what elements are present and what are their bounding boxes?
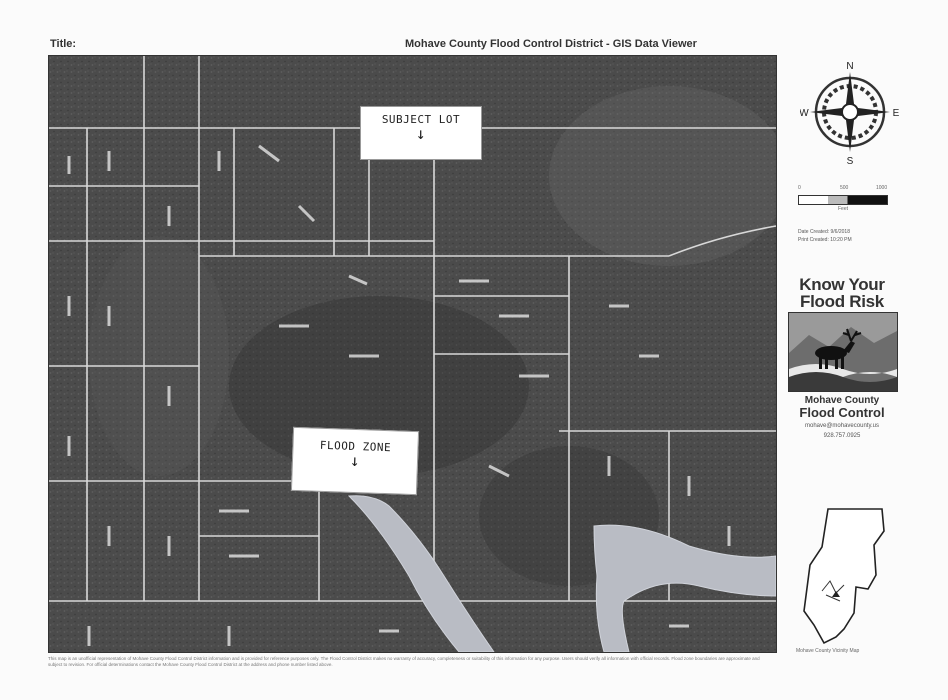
date-info: Date Created: 9/6/2018 Print Created: 10… — [798, 228, 852, 244]
scale-tick-0: 0 — [798, 185, 801, 191]
contact-email[interactable]: mohave@mohavecounty.us — [804, 423, 880, 429]
org-name-line1: Mohave County — [804, 395, 880, 406]
subject-lot-label: SUBJECT LOT — [381, 113, 461, 126]
parcel-lines — [49, 56, 776, 602]
vicinity-map-caption: Mohave County Vicinity Map — [796, 648, 860, 654]
compass-west: W — [800, 108, 809, 119]
subject-lot-note: SUBJECT LOT ↓ — [360, 106, 482, 160]
org-name-line2: Flood Control — [799, 405, 885, 420]
parcel-labels — [67, 144, 731, 646]
flood-zone-note: FLOOD ZONE ↓ — [290, 426, 420, 496]
viewer-title: Mohave County Flood Control District - G… — [405, 38, 697, 50]
compass-north: N — [846, 61, 853, 72]
scale-tick-2: 1000 — [876, 185, 888, 191]
compass-east: E — [893, 108, 900, 119]
scale-unit: Feet — [838, 206, 849, 212]
contact-phone: 928.757.0925 — [823, 433, 861, 439]
campaign-headline: Know Your Flood Risk — [799, 275, 885, 311]
scale-tick-1: 500 — [840, 185, 849, 191]
vicinity-map — [803, 508, 885, 645]
arrow-down-icon: ↓ — [415, 124, 427, 143]
compass-south: S — [847, 156, 854, 165]
date-created: Date Created: 9/6/2018 — [798, 229, 850, 235]
flood-risk-campaign: Know Your Flood Risk Mohave County Flood… — [788, 275, 898, 440]
arrow-down-icon: ↓ — [349, 450, 361, 471]
flood-zone-area — [347, 495, 776, 652]
compass-rose-icon: N S E W — [800, 61, 900, 165]
title-label: Title: — [50, 38, 77, 50]
scale-bar-graphic — [798, 195, 888, 205]
elk-logo-icon — [788, 312, 898, 392]
location-marker-icon — [832, 591, 840, 597]
scale-bar: 0 500 1000 Feet — [798, 185, 890, 213]
disclaimer-text: This map is an unofficial representation… — [48, 656, 760, 667]
print-created: Print Created: 10:20 PM — [798, 237, 852, 243]
